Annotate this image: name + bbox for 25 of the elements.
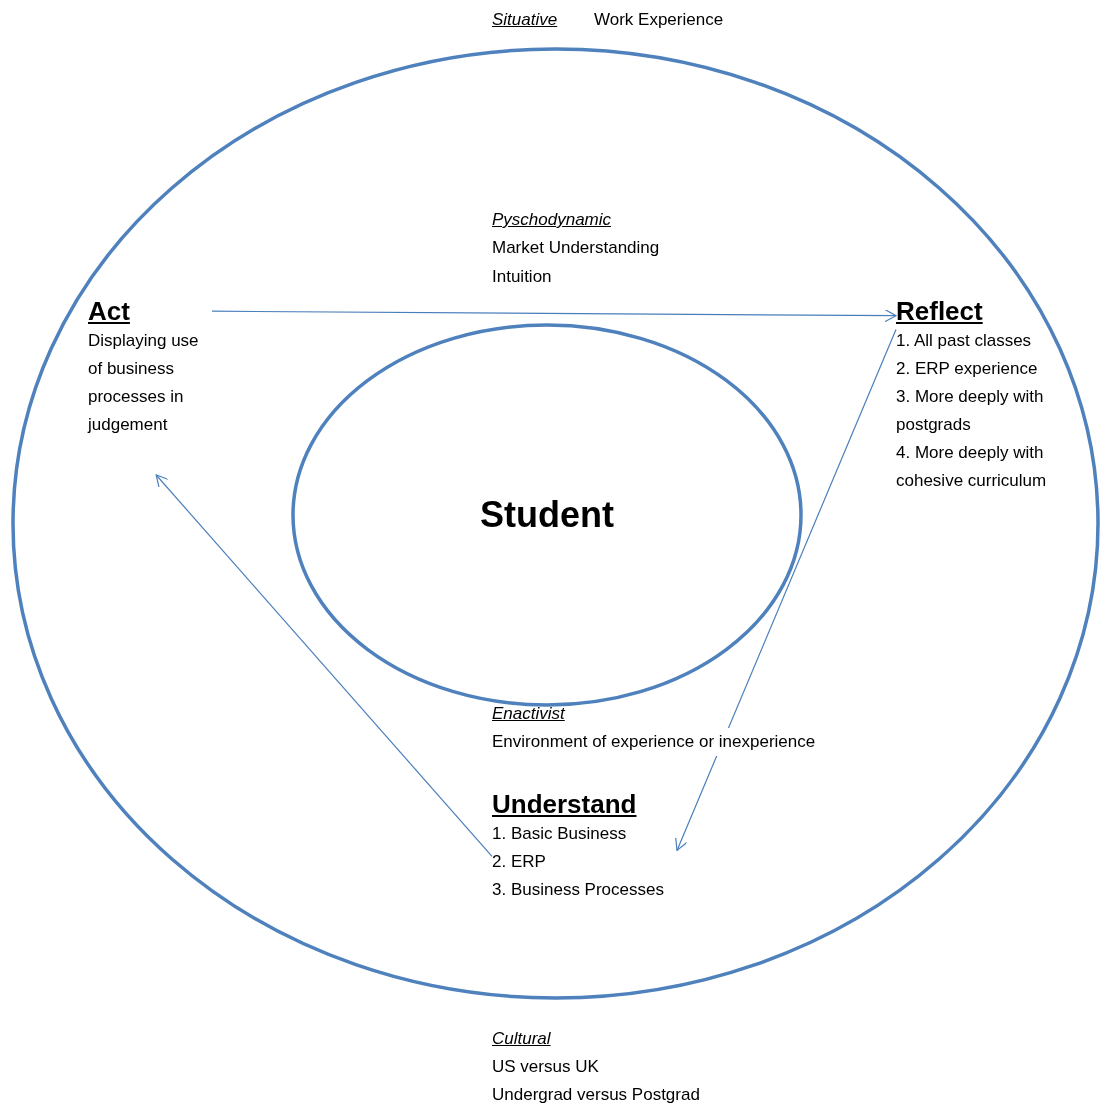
stage-heading: Understand (492, 788, 638, 820)
stage-heading: Reflect (896, 295, 984, 327)
perspective-heading: Cultural (492, 1028, 551, 1050)
perspective-text: Environment of experience or inexperience (492, 728, 816, 756)
stage-text: 3. Business Processes (492, 879, 665, 901)
stage-text: 4. More deeply with cohesive curriculum (896, 442, 1048, 492)
perspective-text: Market Understanding (492, 237, 660, 259)
perspective-heading: Pyschodynamic (492, 209, 612, 231)
arrow (211, 309, 897, 323)
perspective-text: Intuition (492, 266, 552, 288)
stage-text: 2. ERP (492, 851, 547, 873)
arrow (155, 474, 493, 857)
stage-text: 1. Basic Business (492, 823, 628, 845)
stage-text: Displaying use of business processes in judgement (88, 330, 200, 436)
perspective-text: US versus UK (492, 1056, 599, 1078)
stage-heading: Act (88, 295, 131, 327)
perspective-text: Undergrad versus Postgrad (492, 1084, 700, 1106)
stage-text: 2. ERP experience (896, 358, 1039, 380)
stage-text: 3. More deeply with postgrads (896, 386, 1045, 436)
perspective-heading: Situative (492, 9, 558, 31)
perspective-text: Work Experience (594, 9, 724, 31)
stage-text: 1. All past classes (896, 330, 1033, 352)
perspective-heading: Enactivist (492, 703, 565, 725)
center-label: Student (479, 494, 615, 536)
arrow (675, 328, 897, 851)
